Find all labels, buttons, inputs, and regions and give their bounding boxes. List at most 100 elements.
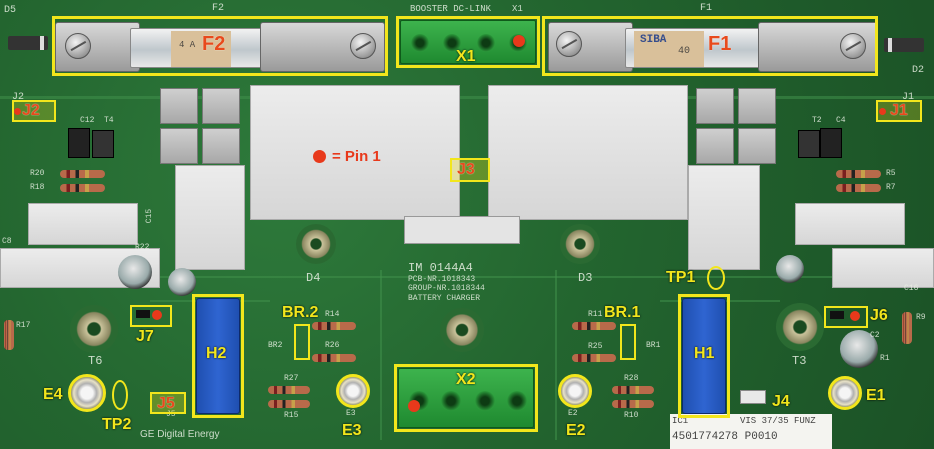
- resistor-r20: [60, 170, 105, 178]
- pin1-marker-x2: [408, 400, 420, 412]
- power-terminal-block: [696, 88, 734, 124]
- highlight-j3: [450, 158, 490, 182]
- resistor-r5: [836, 170, 881, 178]
- film-capacitor: [688, 165, 760, 270]
- silk-r9: R9: [916, 313, 926, 322]
- resistor-r14: [312, 322, 356, 330]
- silk-c4: C4: [836, 116, 846, 125]
- mounting-standoff: [440, 308, 484, 352]
- highlight-j7: [130, 305, 172, 327]
- silk-c2: C2: [870, 331, 880, 340]
- silk-br1: BR1: [646, 341, 661, 350]
- highlight-tp2: [112, 380, 128, 410]
- silk-ic1: IC1: [672, 416, 689, 426]
- label-j3: J3: [457, 161, 475, 178]
- silk-c15: C15: [145, 208, 155, 224]
- label-j4: J4: [772, 393, 790, 410]
- power-terminal-block: [738, 128, 776, 164]
- silk-f2: F2: [212, 3, 225, 14]
- highlight-x2: [394, 364, 538, 432]
- silk-r26: R26: [325, 341, 340, 350]
- legend-text: = Pin 1: [332, 148, 381, 165]
- electrolytic-capacitor: [168, 268, 196, 296]
- screw-icon: [556, 31, 582, 57]
- silk-r25: R25: [588, 342, 603, 351]
- silk-booster-dc-link: BOOSTER DC-LINK: [410, 4, 492, 14]
- label-j2: J2: [22, 102, 40, 119]
- label-j6: J6: [870, 307, 888, 324]
- mounting-standoff: [296, 224, 336, 264]
- pin1-marker-j2: [14, 108, 21, 115]
- resistor-r11: [572, 322, 616, 330]
- relay-h2: [196, 298, 240, 414]
- power-terminal-block: [738, 88, 776, 124]
- resistor-r28: [612, 386, 654, 394]
- silk-r1: R1: [880, 354, 890, 363]
- film-capacitor: [28, 203, 138, 245]
- label-x2: X2: [456, 371, 476, 388]
- connector-j6: [830, 311, 844, 319]
- electrolytic-capacitor: [118, 255, 152, 289]
- screw-icon: [840, 33, 866, 59]
- label-h2: H2: [206, 345, 227, 362]
- label-x1: X1: [456, 48, 476, 65]
- silk-pcb-nr: PCB-NR.1018343: [408, 275, 476, 284]
- mounting-standoff: [776, 303, 824, 351]
- terminal-block-x2: [398, 368, 534, 428]
- silk-r18: R18: [30, 183, 45, 192]
- silk-group-nr: GROUP-NR.1018344: [408, 284, 485, 293]
- film-capacitor-large: [488, 85, 688, 220]
- resistor-r27: [268, 386, 310, 394]
- highlight-e1: [828, 376, 862, 410]
- electrolytic-capacitor: [840, 330, 878, 368]
- silk-im-code: IM 0144A4: [408, 261, 473, 275]
- label-j1: J1: [890, 102, 908, 119]
- silk-r14: R14: [325, 310, 340, 319]
- pin1-marker-j6: [850, 311, 860, 321]
- part-label-sticker: IC1 VIS 37/35 FUNZ 4501774278 P0010: [670, 414, 832, 449]
- silk-battery-charger: BATTERY CHARGER: [408, 294, 481, 303]
- mounting-standoff: [70, 305, 118, 353]
- silk-j5: J5: [166, 410, 176, 419]
- fuse-body: SIBA 40: [625, 28, 765, 68]
- label-tp2: TP2: [102, 416, 132, 433]
- film-capacitor: [832, 248, 934, 288]
- silk-r11: R11: [588, 310, 603, 319]
- label-f1: F1: [708, 33, 732, 55]
- connector-j7: [136, 310, 150, 318]
- highlight-f1: [542, 16, 878, 76]
- resistor-r26: [312, 354, 356, 362]
- pcb-trace: [0, 96, 934, 99]
- fuse-rating: 4 A: [179, 40, 196, 50]
- silk-r15: R15: [284, 411, 299, 420]
- silk-c8: C8: [2, 237, 12, 246]
- resistor-r25: [572, 354, 616, 362]
- electrolytic-capacitor: [776, 255, 804, 283]
- resistor-r10: [612, 400, 654, 408]
- screw-icon: [350, 33, 376, 59]
- power-terminal-block: [696, 128, 734, 164]
- highlight-h2: [192, 294, 244, 418]
- highlight-j5: [150, 392, 186, 414]
- vis-label: VIS 37/35 FUNZ: [740, 416, 816, 426]
- silk-d5: D5: [4, 5, 17, 16]
- silk-j1: J1: [902, 92, 915, 103]
- pin1-marker-j1: [879, 108, 886, 115]
- label-f2: F2: [202, 33, 226, 55]
- ic-chip: [68, 128, 90, 158]
- diode-d2: [884, 38, 924, 52]
- highlight-tp1: [707, 266, 725, 290]
- silk-br2: BR2: [268, 341, 283, 350]
- silk-t3: T3: [792, 354, 807, 368]
- pin1-marker-j7: [152, 310, 162, 320]
- silk-r17: R17: [16, 321, 31, 330]
- label-h1: H1: [694, 345, 715, 362]
- resistor-r15: [268, 400, 310, 408]
- pcb-trace: [555, 270, 557, 440]
- silk-d2: D2: [912, 65, 925, 76]
- label-e3: E3: [342, 422, 362, 439]
- silk-r10: R10: [624, 411, 639, 420]
- label-e4: E4: [43, 386, 63, 403]
- pcb-trace: [0, 276, 934, 278]
- silk-j2: J2: [12, 92, 25, 103]
